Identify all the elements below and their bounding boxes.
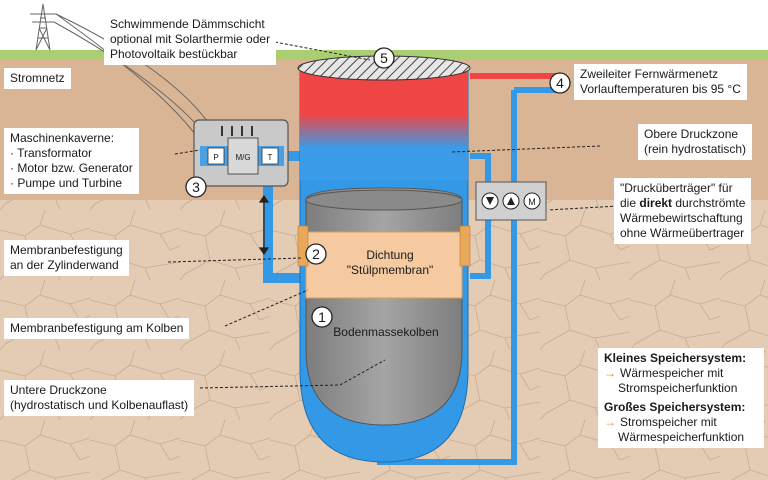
leader-lines <box>167 41 619 389</box>
label-seal: Dichtung "Stülpmembran" <box>346 248 434 277</box>
label-insulation: Schwimmende Dämmschicht optional mit Sol… <box>104 14 276 65</box>
motor-generator-symbol: M/G <box>235 153 250 162</box>
marker-seal: 2 <box>312 246 320 262</box>
vertical-double-arrow <box>258 194 270 256</box>
label-storage-systems: Kleines Speichersystem: →Wärmespeicher m… <box>598 348 764 448</box>
pressure-transmitter <box>475 181 547 221</box>
label-grid: Stromnetz <box>4 68 71 89</box>
marker-network: 4 <box>556 75 564 91</box>
marker-piston: 1 <box>318 309 326 325</box>
motor-small-symbol: M <box>528 197 536 207</box>
marker-insulation: 5 <box>380 50 388 66</box>
cavern-pipes <box>263 151 300 283</box>
machine-cavern <box>193 119 289 187</box>
label-upper-zone: Obere Druckzone (rein hydrostatisch) <box>638 124 753 160</box>
label-pressure-transmitter: "Drucküberträger" für die direkt durchst… <box>614 178 752 244</box>
label-piston: Bodenmassekolben <box>333 325 439 339</box>
marker-cavern: 3 <box>192 179 200 195</box>
turbine-symbol: T <box>268 153 273 162</box>
label-machine-cavern: Maschinenkaverne: Transformator Motor bz… <box>4 128 139 194</box>
label-membrane-wall: Membranbefestigung an der Zylinderwand <box>4 240 129 276</box>
seal-membrane <box>305 231 463 299</box>
tank-upper-zone <box>300 66 468 180</box>
piston <box>305 187 463 426</box>
pump-symbol: P <box>213 153 218 162</box>
label-district-heating: Zweileiter Fernwärmenetz Vorlauftemperat… <box>574 64 747 100</box>
piston-top <box>305 189 463 211</box>
seal-wall-left <box>297 225 309 267</box>
label-membrane-piston: Membranbefestigung am Kolben <box>4 318 190 339</box>
number-markers <box>185 47 571 328</box>
seal-wall-right <box>459 225 471 267</box>
label-lower-zone: Untere Druckzone (hydrostatisch und Kolb… <box>4 380 195 416</box>
